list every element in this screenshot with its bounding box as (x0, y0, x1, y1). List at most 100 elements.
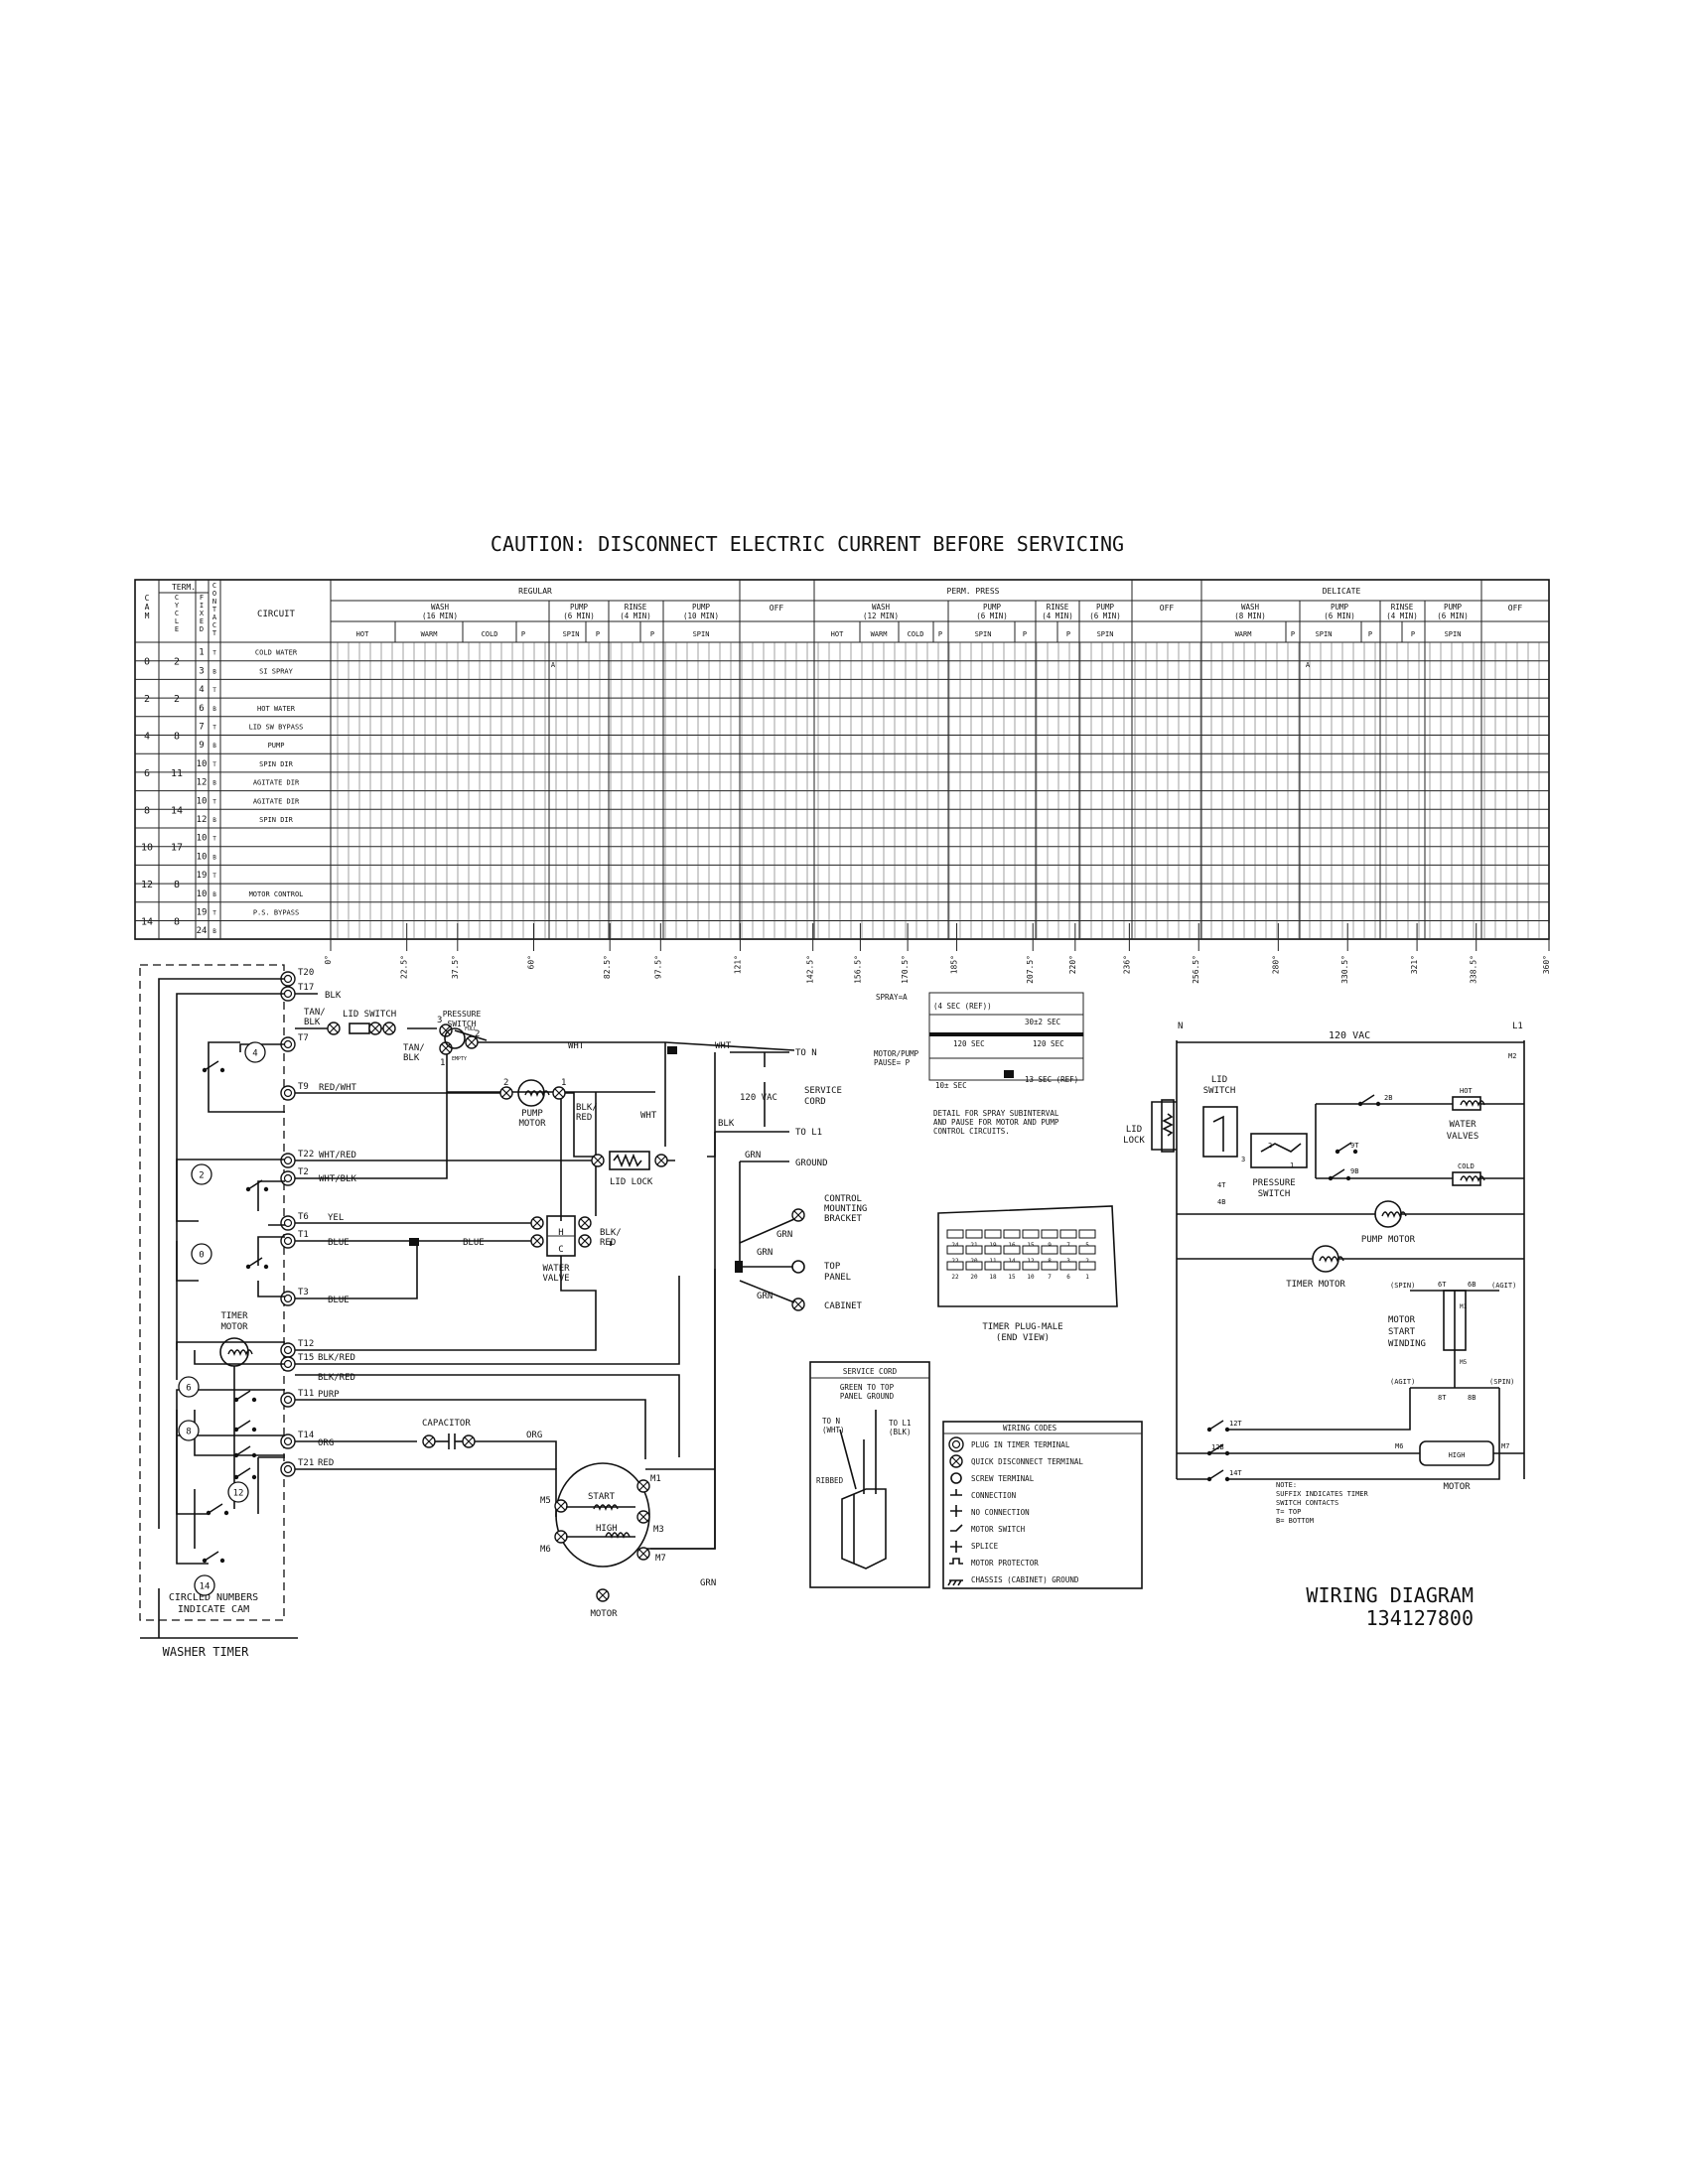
cycle-off-2: OFF (1160, 604, 1175, 613)
svg-text:M2: M2 (1508, 1052, 1516, 1060)
timer-terminal-label: T17 (298, 983, 314, 993)
chart-circuit-label: SPIN DIR (259, 760, 294, 768)
plug-pin (1022, 1261, 1040, 1271)
svg-text:1: 1 (561, 1078, 566, 1088)
svg-text:PUMP(6 MIN): PUMP(6 MIN) (1324, 603, 1355, 620)
chart-degree-label: 321° (1410, 955, 1419, 974)
spray-timing-detail: SPRAY=A (4 SEC (REF)) 30±2 SEC 120 SEC 1… (874, 992, 1084, 1136)
plug-pin (1059, 1229, 1077, 1239)
chart-fixed-value: 7 (199, 723, 204, 733)
svg-text:PUMP MOTOR: PUMP MOTOR (1361, 1235, 1416, 1245)
timer-terminal-label: T22 (298, 1150, 314, 1160)
chart-fixed-value: 6 (199, 704, 204, 714)
timer-terminal-label: T2 (298, 1167, 309, 1177)
svg-text:TIMER PLUG-MALE(END VIEW): TIMER PLUG-MALE(END VIEW) (982, 1322, 1062, 1343)
main-motor-component (554, 1462, 650, 1602)
svg-text:START: START (588, 1492, 616, 1502)
svg-text:WIRING CODES: WIRING CODES (1003, 1424, 1057, 1433)
plug-pin (965, 1261, 983, 1271)
svg-text:6B: 6B (1468, 1281, 1476, 1289)
chart-circuit-label: COLD WATER (255, 649, 298, 657)
chart-cycle-value: 8 (174, 880, 180, 890)
left-schematic-labels: BLK TAN/BLK LID SWITCH TAN/BLK WHT WHT T… (304, 991, 867, 1619)
chart-circuit-label: SI SPRAY (259, 667, 294, 675)
spray-mark-delicate: A (1306, 661, 1311, 669)
cam-circle (244, 1041, 266, 1063)
timer-terminal-label: T15 (298, 1353, 314, 1363)
plug-pin-number: 7 (1048, 1274, 1052, 1281)
chart-degree-label: 220° (1068, 955, 1077, 974)
chart-cycle-value: 11 (171, 768, 183, 779)
svg-text:SPIN: SPIN (975, 630, 992, 638)
capacitor-component (422, 1433, 476, 1449)
cam-number: 4 (252, 1049, 257, 1059)
phase-headers: WASH(16 MIN) PUMP(6 MIN) RINSE(4 MIN) PU… (422, 603, 1469, 620)
chart-fixed-value: 4 (199, 685, 204, 695)
svg-text:SPIN: SPIN (1445, 630, 1462, 638)
cycle-delicate: DELICATE (1323, 587, 1361, 596)
chart-degree-label: 185° (950, 955, 959, 974)
chart-circuit-label: LID SW BYPASS (249, 724, 304, 732)
chart-contact-value: B (212, 743, 216, 750)
cam-number: 14 (200, 1582, 211, 1592)
svg-text:4B: 4B (1217, 1198, 1225, 1206)
cam-circle (178, 1420, 200, 1441)
svg-text:120 VAC: 120 VAC (740, 1093, 777, 1103)
svg-text:WARM: WARM (421, 630, 438, 638)
svg-text:N: N (1178, 1022, 1183, 1031)
svg-text:PUMP(6 MIN): PUMP(6 MIN) (976, 603, 1008, 620)
svg-text:P: P (1023, 630, 1027, 638)
chart-degree-scale: 0°22.5°37.5°60°82.5°97.5°121°142.5°156.5… (324, 923, 1551, 984)
svg-text:RIBBED: RIBBED (816, 1476, 844, 1485)
svg-text:TO L1(BLK): TO L1(BLK) (889, 1419, 912, 1436)
plug-pin (965, 1229, 983, 1239)
svg-text:BLK: BLK (325, 991, 342, 1001)
pump-motor-component (499, 1079, 566, 1107)
washer-timer-label: WASHER TIMER (163, 1645, 249, 1659)
svg-text:TO N(WHT): TO N(WHT) (822, 1417, 845, 1434)
svg-text:3: 3 (437, 1016, 442, 1025)
chart-degree-label: 142.5° (806, 955, 815, 984)
chart-contact-value: B (212, 780, 216, 787)
chart-circuit-label: SPIN DIR (259, 816, 294, 824)
chart-degree-label: 170.5° (901, 955, 910, 984)
ladder-diagram (1151, 1040, 1525, 1482)
svg-text:GRN: GRN (745, 1151, 761, 1160)
cam-circle (191, 1243, 212, 1265)
chart-circuit-label: AGITATE DIR (253, 797, 300, 805)
cam-circle (191, 1163, 212, 1185)
plug-pin-number: 22 (951, 1274, 959, 1281)
chart-circuit-label: HOT WATER (257, 705, 296, 713)
svg-text:(SPIN): (SPIN) (1489, 1378, 1514, 1386)
timer-terminal-label: T14 (298, 1431, 314, 1440)
chart-degree-label: 22.5° (400, 955, 409, 979)
cam-number: 0 (199, 1251, 204, 1261)
svg-text:2: 2 (1268, 1142, 1272, 1150)
chart-cam-value: 2 (144, 694, 150, 705)
wiring-code-item: MOTOR SWITCH (971, 1525, 1026, 1534)
timer-terminal-label: T3 (298, 1288, 309, 1297)
svg-text:P: P (650, 630, 654, 638)
svg-text:WHT: WHT (640, 1111, 657, 1121)
svg-text:8T: 8T (1438, 1394, 1447, 1402)
svg-text:TO L1: TO L1 (795, 1128, 822, 1138)
svg-text:M6: M6 (1395, 1442, 1403, 1450)
plug-pin-number: 20 (970, 1274, 978, 1281)
svg-text:TAN/BLK: TAN/BLK (403, 1043, 425, 1063)
svg-text:9B: 9B (1350, 1167, 1358, 1175)
svg-text:BLK: BLK (718, 1119, 735, 1129)
svg-text:12B: 12B (1211, 1443, 1224, 1451)
